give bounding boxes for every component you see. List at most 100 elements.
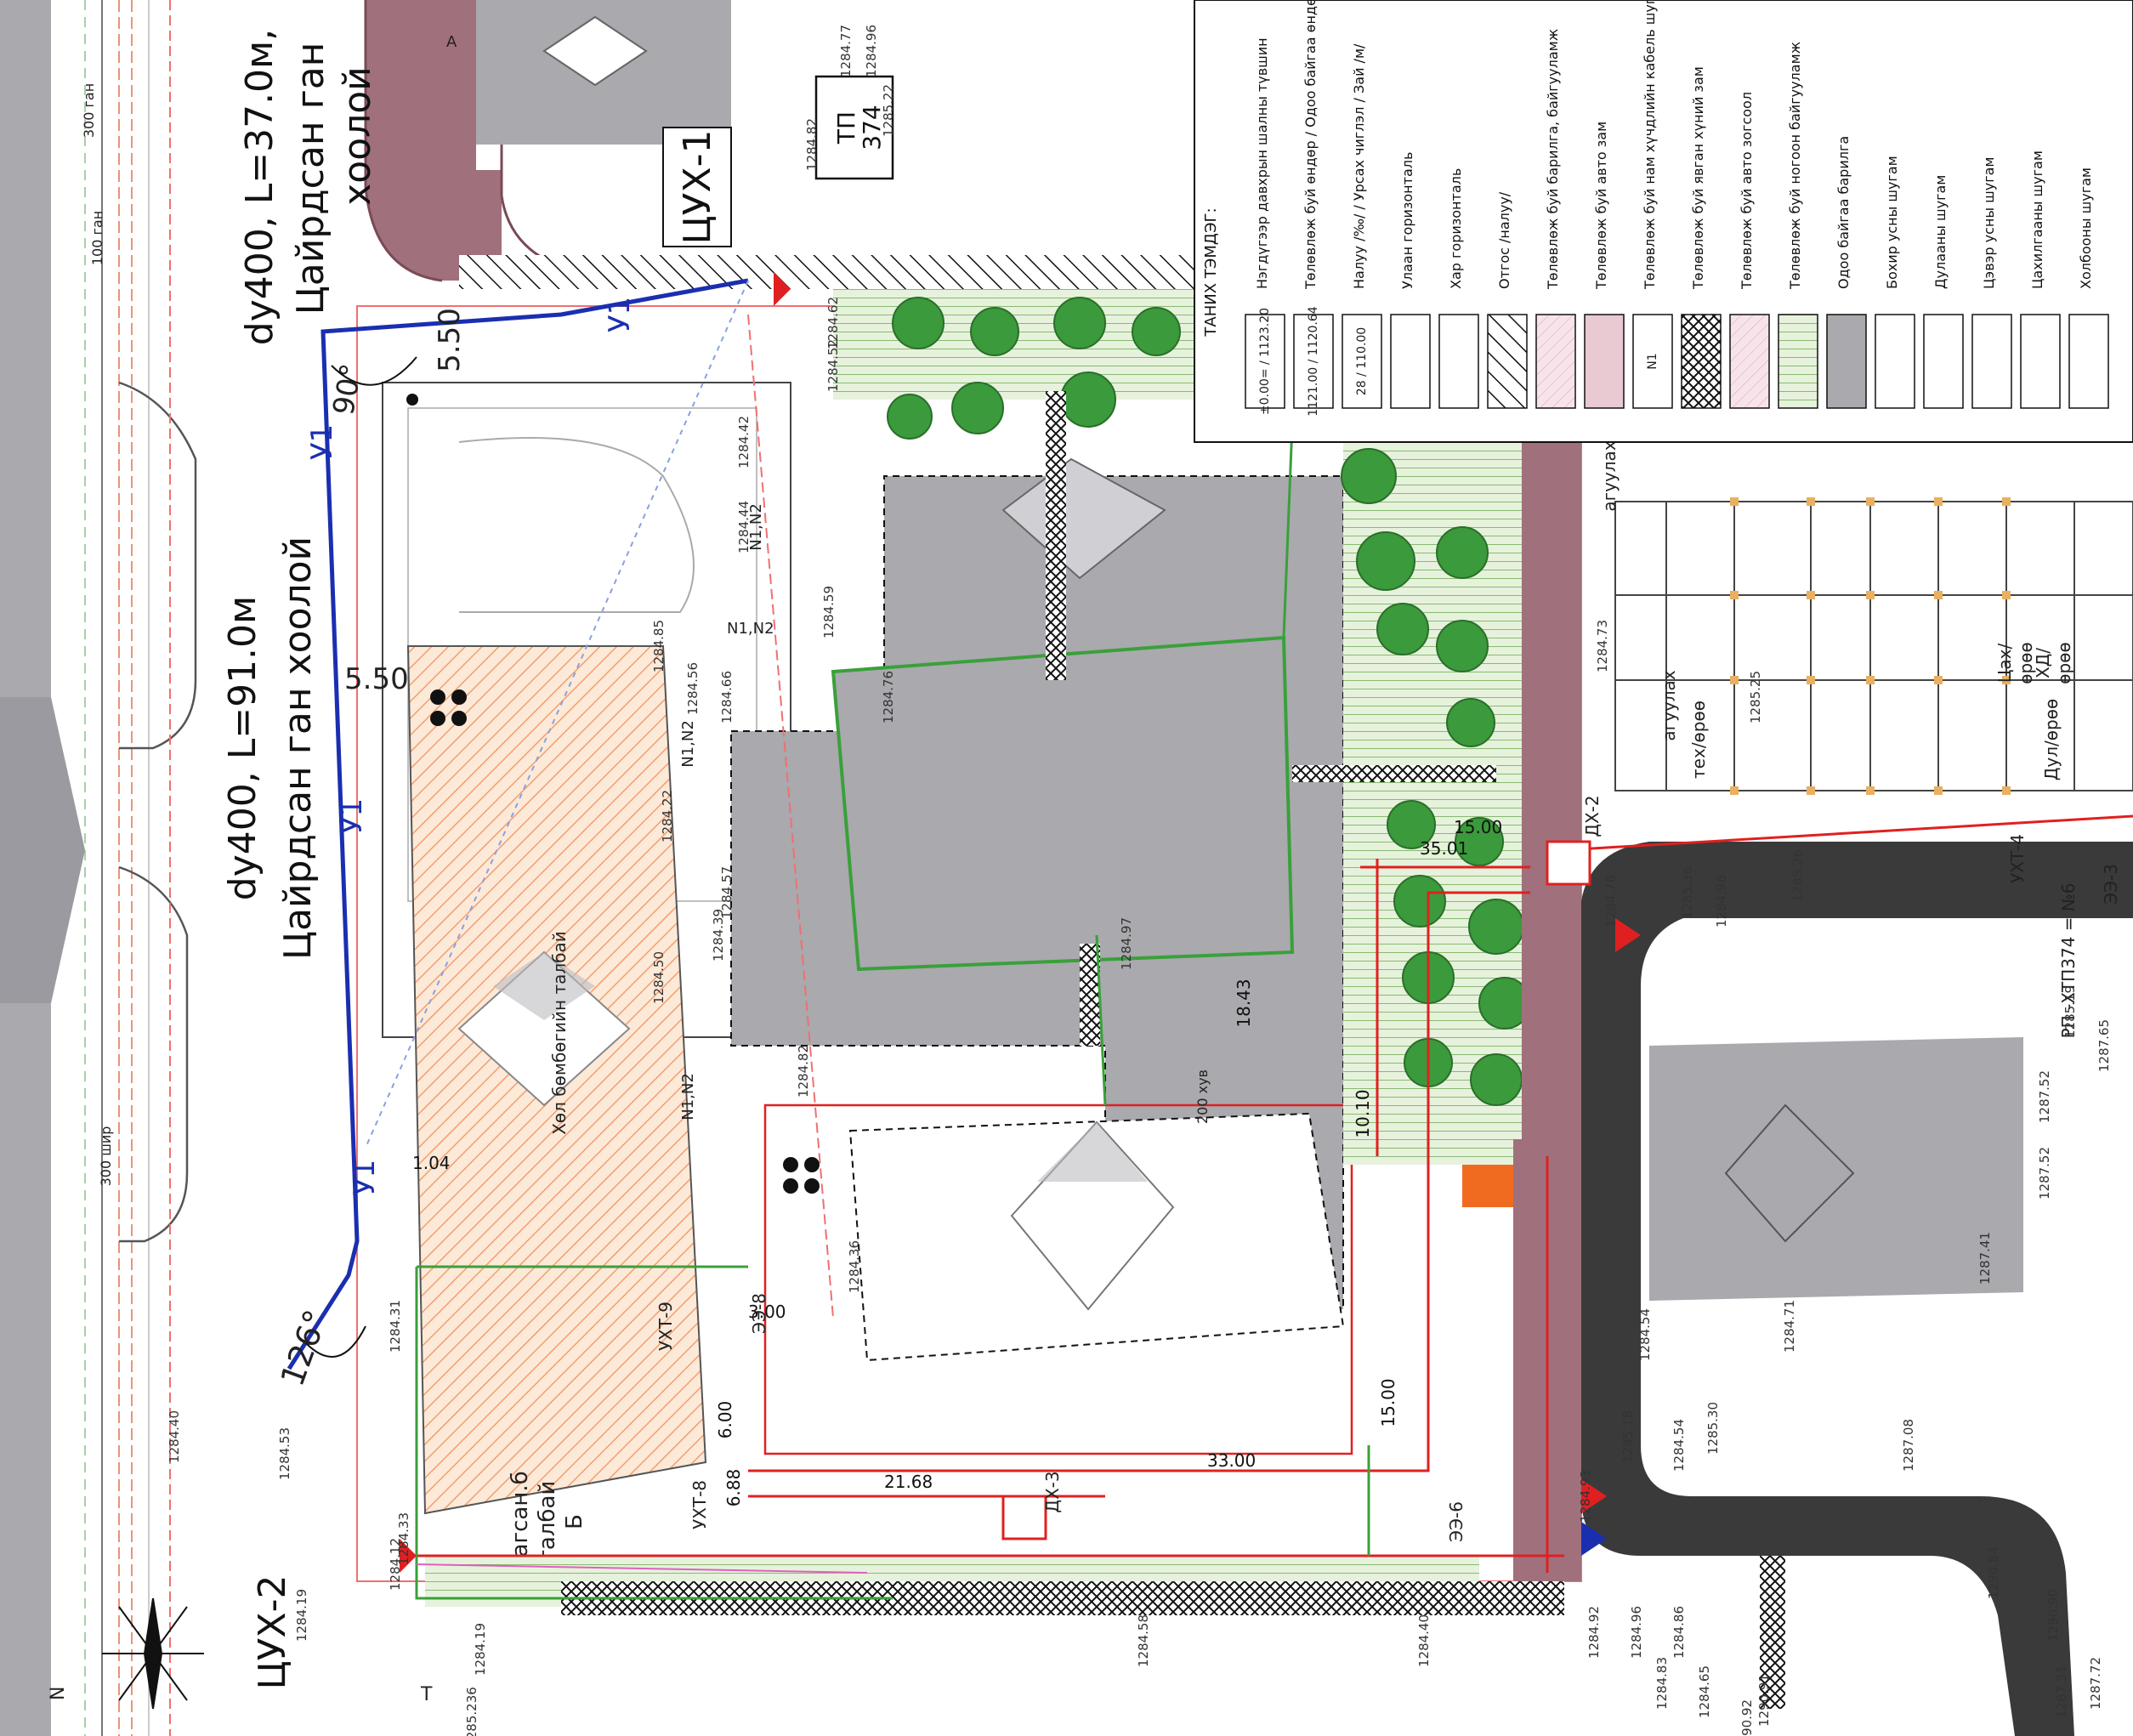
elevation-value: 1284.92 bbox=[1586, 1606, 1602, 1659]
legend-item-label: Төлөвлөж буй авто зогсоол bbox=[1739, 92, 1755, 290]
cable-dashed-diagonal bbox=[365, 280, 749, 1149]
legend-swatch bbox=[1390, 314, 1431, 409]
legend-item-label: Төлөвлөж буй барилга, байгууламж bbox=[1545, 29, 1561, 290]
room-label-8: Дул/өрөө bbox=[2041, 699, 2062, 780]
dim-35-01: 35.01 bbox=[1420, 838, 1468, 859]
dim-6-88: 6.88 bbox=[723, 1469, 744, 1507]
elevation-value: 1284.19 bbox=[294, 1589, 309, 1642]
elevation-value: 1284.59 bbox=[821, 586, 837, 638]
elevation-value: 1290.84 bbox=[1986, 1546, 2001, 1599]
legend-swatch bbox=[1729, 314, 1770, 409]
existing-building-left-2 bbox=[0, 697, 85, 1003]
legend-swatch bbox=[1584, 314, 1625, 409]
elevation-value: 1285.25 bbox=[1748, 671, 1763, 723]
ee8-label: ЭЭ-8 bbox=[749, 1293, 769, 1334]
elevation-value: 1284.19 bbox=[473, 1623, 488, 1676]
legend-item-label: Бохир усны шугам bbox=[1884, 156, 1900, 289]
legend-item-label: Налуу /‰/ / Урсах чиглэл / Зай /м/ bbox=[1351, 43, 1367, 289]
pipe-note-3: 200 хув bbox=[1194, 1069, 1211, 1124]
planned-building-core bbox=[831, 635, 1295, 972]
elevation-value: 1287.52 bbox=[2037, 1147, 2052, 1200]
elevation-value: 1284.50 bbox=[651, 951, 667, 1004]
elevation-value: 1284.36 bbox=[847, 1240, 862, 1293]
legend-swatch bbox=[1826, 314, 1867, 409]
elevation-value: 1284.53 bbox=[277, 1427, 292, 1480]
elevation-value: 1284.33 bbox=[396, 1512, 411, 1565]
legend-item-label: Хар горизонталь bbox=[1448, 168, 1464, 289]
legend-item-label: Төлөвлөж буй авто зам bbox=[1593, 122, 1609, 290]
pipe-note-2: 300 ган bbox=[81, 83, 97, 138]
ukt4-label: УХТ-4 bbox=[2007, 834, 2028, 883]
elevation-value: 1284.76 bbox=[1603, 875, 1619, 928]
arrow-red-2 bbox=[1615, 918, 1641, 952]
elevation-value: 1284.65 bbox=[1697, 1665, 1712, 1718]
legend-swatch bbox=[1971, 314, 2012, 409]
u1-label-mid: У1 bbox=[335, 798, 369, 834]
elevation-value: 1284.96 bbox=[1714, 875, 1729, 928]
cable-n1n2-3: N1,N2 bbox=[679, 720, 697, 768]
dim-3-00: 3.00 bbox=[748, 1302, 786, 1322]
u1-label-bottom: У1 bbox=[348, 1160, 382, 1195]
pipe-note-4: 300 шир bbox=[98, 1126, 114, 1187]
cable-n1n2-2: N1,N2 bbox=[727, 620, 774, 638]
dim-15-00-top: 15.00 bbox=[1454, 817, 1502, 837]
elevation-value: 1284.42 bbox=[736, 416, 752, 468]
elevation-value: 1284.54 bbox=[1671, 1419, 1687, 1472]
elevation-value: 1287.31 bbox=[2054, 1665, 2069, 1718]
cable-n1n2-4: N1,N2 bbox=[679, 1073, 697, 1120]
legend-item-label: Улаан горизонталь bbox=[1399, 152, 1415, 289]
north-arrow-icon bbox=[102, 1597, 204, 1710]
cux1-box bbox=[662, 127, 732, 247]
elevation-value: 1290.91 bbox=[1756, 1674, 1772, 1727]
arrow-red-1 bbox=[1581, 1479, 1607, 1513]
elevation-value: 1284.57 bbox=[719, 866, 735, 919]
pipe-label-left-material: Цайрдсан ган хоолой bbox=[276, 536, 320, 960]
green-lines bbox=[415, 424, 1370, 1600]
dim-1-04: 1.04 bbox=[412, 1153, 451, 1173]
tp-number: 374 bbox=[858, 105, 886, 150]
elevation-value: 1284.40 bbox=[1416, 1614, 1432, 1667]
elevation-value: 1287.08 bbox=[1901, 1419, 1916, 1472]
elevation-value: 1285.36 bbox=[1680, 866, 1695, 919]
legend-symbol: ±0.00= / 1123.20 bbox=[1258, 308, 1272, 415]
posts bbox=[406, 394, 820, 1194]
dk3-box bbox=[1001, 1495, 1047, 1540]
road-top bbox=[366, 0, 731, 281]
legend-item-label: Төлөвлөж буй нам хүчдлийн кабель шугам bbox=[1642, 0, 1658, 290]
elevation-value: 1284.22 bbox=[660, 790, 675, 842]
embankment-top bbox=[459, 255, 1207, 289]
pipe-label-left: dy400, L=91.0м bbox=[221, 596, 264, 900]
elevation-value: 1287.41 bbox=[1977, 1232, 1993, 1285]
ee6-label: ЭЭ-6 bbox=[1446, 1501, 1466, 1542]
pipe-u1 bbox=[286, 278, 749, 1370]
sewer-lines bbox=[400, 814, 2133, 1573]
cux2-label: ЦУХ-2 bbox=[251, 1575, 294, 1690]
pipe-note-1: 100 ган bbox=[89, 211, 105, 265]
elevation-value: 1284.52 bbox=[825, 339, 841, 392]
legend-panel: ТАНИХ ТЭМДЭГ: Нэгдүгээр давхрын шалны тү… bbox=[1194, 0, 2133, 443]
dim-15-00-bottom: 15.00 bbox=[1378, 1378, 1398, 1427]
legend-swatch bbox=[1875, 314, 1915, 409]
arrow-red-3 bbox=[774, 272, 791, 306]
arrow-blue-1 bbox=[1581, 1522, 1607, 1556]
legend-swatch bbox=[1923, 314, 1964, 409]
ukt9-label: УХТ-9 bbox=[655, 1302, 676, 1351]
elevation-value: 1287.52 bbox=[2037, 1070, 2052, 1123]
legend-swatch bbox=[1778, 314, 1818, 409]
pipe-label-top: dy400, L=37.0м, bbox=[238, 29, 281, 345]
legend-swatch bbox=[1535, 314, 1576, 409]
legend-swatch bbox=[1632, 314, 1673, 409]
elevation-value: 1284.62 bbox=[825, 297, 841, 349]
pink-lines bbox=[416, 1563, 868, 1574]
room-label-2: агуулах bbox=[1599, 440, 1620, 511]
pipe-label-top-material-2: хоолой bbox=[336, 66, 379, 206]
legend-item-label: Төлөвлөж буй өндөр / Одоо байгаа өндөр bbox=[1302, 0, 1319, 290]
dim-33-00: 33.00 bbox=[1207, 1450, 1256, 1471]
elevation-value: 1284.39 bbox=[711, 909, 726, 962]
legend-symbol: 1121.00 / 1120.64 bbox=[1307, 306, 1320, 416]
legend-item-label: Холбооны шугам bbox=[2078, 167, 2094, 289]
u1-label-top-right: У1 bbox=[603, 297, 637, 332]
legend-item-label: Нэгдүгээр давхрын шалны түвшин bbox=[1254, 37, 1270, 289]
elevation-value: 1284.73 bbox=[1595, 620, 1610, 672]
